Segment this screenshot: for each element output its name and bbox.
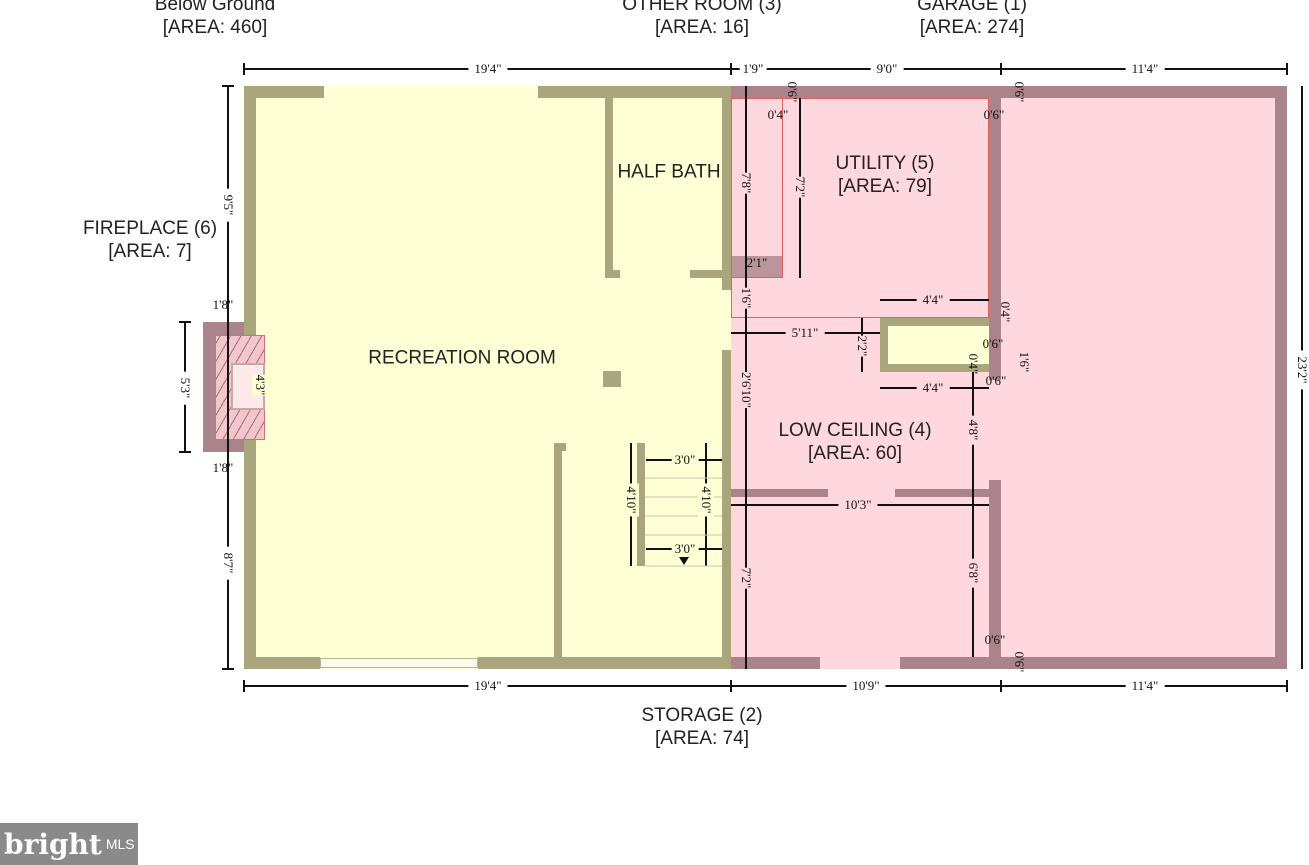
- wall: [989, 480, 1001, 669]
- dimension-label: 0'6": [1012, 81, 1027, 103]
- wall: [731, 489, 828, 497]
- dimension-label: 4'8": [965, 415, 981, 445]
- recreation-room-label: RECREATION ROOM: [368, 347, 556, 370]
- dimension-label: 7'8": [738, 172, 754, 194]
- wall: [637, 443, 645, 566]
- room-name: STORAGE (2): [641, 705, 763, 726]
- room-name: GARAGE (1): [917, 0, 1027, 15]
- room-area: [AREA: 16]: [654, 17, 749, 38]
- room-area: [AREA: 7]: [108, 241, 192, 262]
- dimension-label: 23'2": [1294, 350, 1309, 390]
- dimension-label: 2'1": [746, 255, 768, 270]
- wall: [554, 443, 566, 451]
- dimension-label: 4'10": [623, 483, 639, 517]
- dimension-label: 0'6": [985, 373, 1007, 388]
- room-name: OTHER ROOM (3): [622, 0, 782, 15]
- window: [320, 658, 478, 668]
- dimension-label: 4'10": [698, 483, 714, 517]
- room-name: LOW CEILING (4): [778, 420, 932, 441]
- room-name: RECREATION ROOM: [368, 347, 556, 369]
- utility-label: UTILITY (5)[AREA: 79]: [836, 152, 935, 198]
- room-name: UTILITY (5): [835, 153, 935, 174]
- utility-outline: [731, 98, 989, 318]
- dimension-label: 6'8": [965, 558, 981, 588]
- wall: [722, 350, 731, 669]
- wall: [538, 86, 731, 98]
- below-ground-label: Below Ground [AREA: 460]: [155, 0, 275, 39]
- wall: [478, 657, 731, 669]
- dimension-label: 9'0": [870, 61, 904, 77]
- dimension-label: 19'4": [468, 678, 508, 694]
- dimension-label: 0'6": [982, 336, 1004, 351]
- logo-suffix: MLS: [105, 836, 135, 852]
- wall: [731, 86, 1287, 98]
- logo-brand: bright: [4, 827, 102, 861]
- other-room-label: OTHER ROOM (3) [AREA: 16]: [622, 0, 781, 39]
- room-name: FIREPLACE (6): [82, 218, 218, 239]
- column: [603, 371, 621, 387]
- wall: [731, 256, 783, 278]
- wall: [1275, 86, 1287, 669]
- wall: [895, 489, 989, 497]
- wall: [731, 657, 820, 669]
- half-bath-label: HALF BATH: [617, 161, 720, 184]
- fireplace-label: FIREPLACE (6)[AREA: 7]: [83, 217, 217, 263]
- dimension-label: 19'4": [468, 61, 508, 77]
- dimension-label: 1'9": [739, 61, 767, 77]
- storage-label: STORAGE (2)[AREA: 74]: [641, 704, 762, 750]
- dimension-label: 0'6": [1012, 651, 1027, 673]
- dimension-label: 7'2": [738, 567, 754, 589]
- wall: [244, 86, 324, 98]
- wall: [605, 270, 620, 278]
- wall: [722, 86, 731, 290]
- wall: [989, 86, 1001, 380]
- dimension-label: 11'4": [1125, 61, 1165, 77]
- stair-arrow-icon: [679, 557, 689, 565]
- room-name: HALF BATH: [617, 161, 721, 183]
- wall: [690, 270, 725, 278]
- dimension-label: 2'2": [854, 335, 870, 357]
- wall: [605, 98, 613, 278]
- dimension-label: 0'4": [966, 353, 981, 375]
- dimension-label: 4'4": [916, 292, 950, 308]
- wall: [244, 657, 320, 669]
- dimension-label: 9'5": [220, 188, 236, 222]
- wall: [554, 443, 562, 657]
- dimension-label: 3'0": [671, 541, 699, 557]
- dimension-label: 4'3": [252, 374, 268, 396]
- recreation-room-floor: [244, 86, 731, 669]
- other-room-floor: [888, 326, 989, 364]
- dimension-label: 4'4": [916, 380, 950, 396]
- dimension-label: 0'4": [767, 107, 789, 122]
- dimension-label: 8'7": [220, 546, 236, 580]
- level-area: [AREA: 460]: [162, 17, 268, 38]
- dimension-label: 10'3": [838, 497, 878, 513]
- dimension-label: 5'11": [785, 325, 825, 341]
- room-area: [AREA: 74]: [655, 728, 749, 749]
- dimension-label: 1'8": [212, 297, 234, 312]
- room-area: [AREA: 60]: [807, 443, 902, 464]
- dimension-label: 1'6": [738, 287, 754, 309]
- dimension-label: 1'8": [212, 460, 234, 475]
- dimension-label: 11'4": [1125, 678, 1165, 694]
- dimension-label: 0'4": [998, 301, 1013, 323]
- dimension-label: 10'9": [846, 678, 886, 694]
- dimension-label: 1'6": [1017, 351, 1032, 373]
- room-area: [AREA: 79]: [837, 176, 932, 197]
- dimension-label: 3'0": [671, 452, 699, 468]
- level-name: Below Ground: [154, 0, 276, 15]
- dimension-label: 7'2": [792, 176, 808, 198]
- room-area: [AREA: 274]: [919, 17, 1025, 38]
- dimension-label: 2'6'10": [738, 372, 754, 408]
- dimension-label: 0'6": [785, 81, 800, 103]
- dimension-label: 5'3": [177, 371, 193, 405]
- garage-label: GARAGE (1) [AREA: 274]: [917, 0, 1027, 39]
- dimension-label: 0'6": [984, 632, 1006, 647]
- low-ceiling-label: LOW CEILING (4)[AREA: 60]: [778, 419, 931, 465]
- dimension-label: 0'6": [983, 107, 1005, 122]
- garage-floor: [731, 86, 1287, 669]
